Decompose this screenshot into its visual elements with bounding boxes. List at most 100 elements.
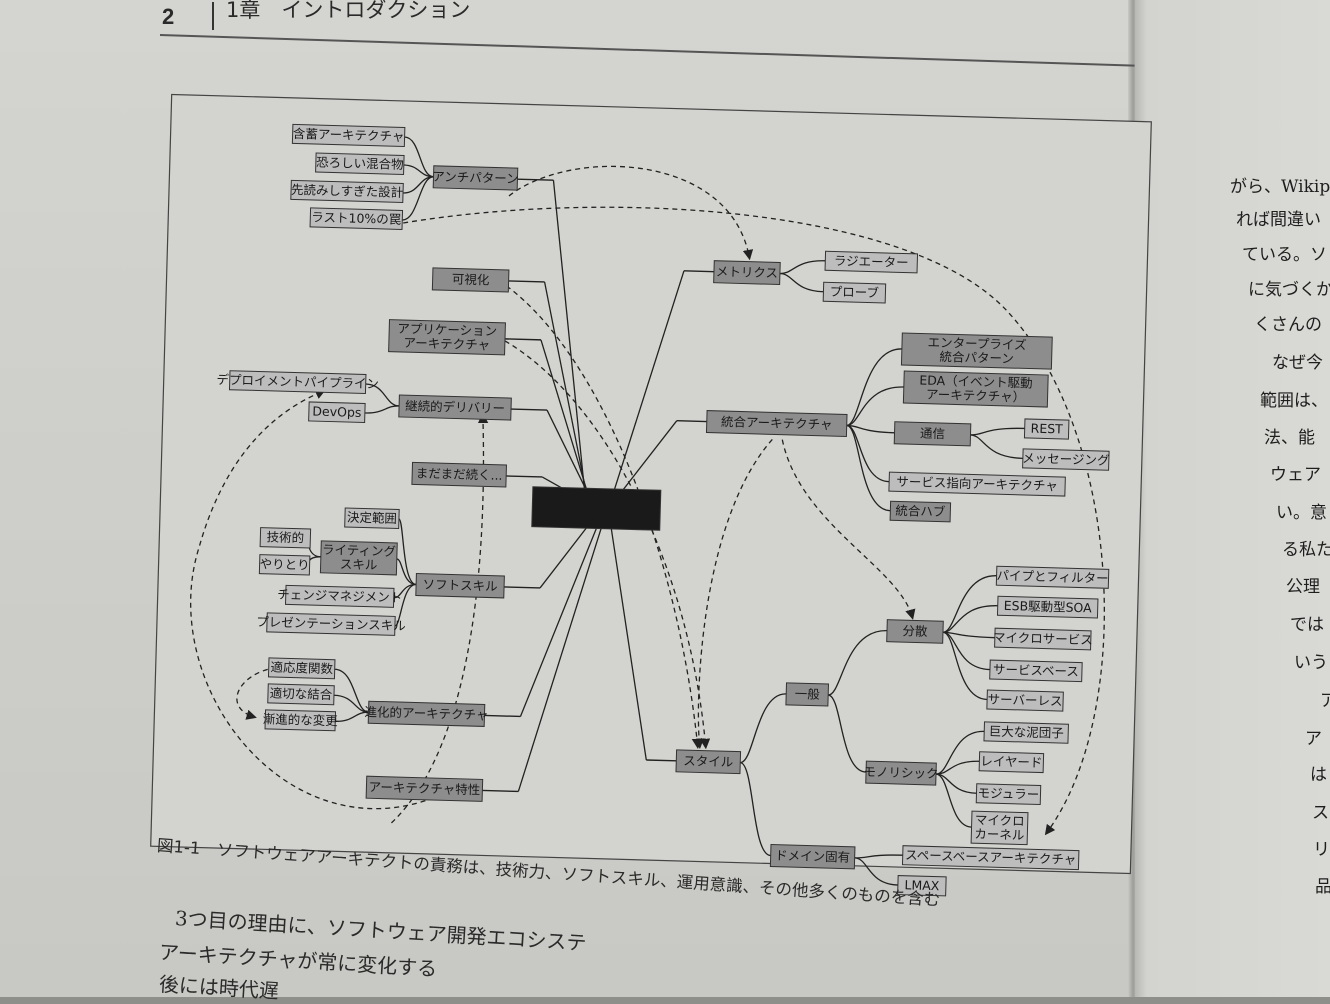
node-label: 適切な結合 [270, 685, 333, 702]
right-page-line: に気づくか [1248, 280, 1330, 300]
mindmap-edge [394, 583, 417, 627]
node-label: メッセージング [1022, 450, 1110, 467]
node-label: アーキテクチャ） [926, 387, 1026, 405]
node-label: やりとり [259, 556, 309, 572]
node-change: チェンジマネジメント [277, 584, 402, 608]
mindmap-edge [739, 761, 771, 857]
mindmap-edge [334, 668, 369, 713]
figure-frame [150, 93, 1152, 875]
node-label: 含蓄アーキテクチャ [293, 126, 405, 144]
dashed-arrow [781, 439, 916, 620]
node-label: アーキテクチャ [553, 506, 640, 523]
mindmap-edge [846, 424, 895, 434]
mindmap-edge [683, 270, 714, 273]
node-label: 適応度関数 [270, 659, 333, 676]
dashed-arrow [390, 412, 489, 824]
node-label: 通信 [920, 426, 945, 442]
mindmap-edge [335, 711, 369, 722]
node-label: メトリクス [716, 264, 779, 281]
node-label: 技術的 [266, 529, 304, 545]
node-label: REST [1030, 421, 1063, 437]
mindmap-edge [942, 605, 998, 633]
node-label: 統合アーキテクチャ [721, 414, 833, 432]
node-label: 巨大な泥団子 [989, 724, 1064, 741]
node-label: 継続的デリバリー [405, 398, 505, 416]
node-general: 一般 [785, 682, 830, 707]
node-bigball: 巨大な泥団子 [983, 721, 1069, 744]
node-label: モジュラー [977, 785, 1039, 802]
node-fitness: 適応度関数 [267, 657, 336, 680]
node-label: DevOps [312, 404, 361, 420]
node-present: プレゼンテーションスキル [256, 612, 406, 636]
mindmap-edge [970, 434, 1023, 460]
right-page-line: くさんの [1254, 315, 1322, 335]
right-page-line: なぜ今 [1272, 353, 1323, 373]
node-coupling: 適切な結合 [267, 683, 335, 706]
mindmap-edge [935, 773, 972, 828]
mindmap-edge [508, 280, 545, 283]
mindmap-edge [935, 730, 985, 775]
mindmap-edge [404, 136, 434, 178]
node-deploy: デプロイメントパイプライン [216, 370, 379, 395]
mindmap-edge [846, 424, 891, 512]
node-label: 分散 [902, 623, 928, 639]
mindmap-edge [540, 339, 593, 509]
mindmap-edge [646, 759, 677, 762]
node-integ: 統合アーキテクチャ [705, 410, 848, 437]
node-label: ソフトウェア [559, 492, 634, 509]
node-ap1: 含蓄アーキテクチャ [291, 123, 406, 148]
node-label: ラジエーター [834, 253, 909, 270]
node-rest: REST [1023, 418, 1070, 440]
node-label: 進化的アーキテクチャ [364, 704, 489, 722]
body-line-3: 後には時代遅 [158, 971, 280, 1004]
right-page-line: ア [1305, 729, 1322, 749]
mindmap-edge [846, 386, 904, 427]
right-page-line: 公理 [1286, 577, 1320, 597]
node-label: 一般 [794, 686, 820, 702]
node-label: 可視化 [452, 271, 490, 287]
right-page-line: ス [1312, 803, 1329, 823]
dashed-arrow [504, 340, 711, 750]
dashed-arrow [236, 668, 268, 720]
node-label: スキル [340, 556, 378, 572]
right-page-line: ている。ソ [1242, 245, 1327, 265]
node-label: サービスベース [993, 662, 1079, 679]
mindmap-edge [854, 857, 898, 886]
mindmap-edge [827, 630, 888, 696]
right-page-line: れば間違い [1236, 210, 1321, 230]
chapter-title: 1章 イントロダクション [226, 0, 471, 22]
mindmap-edge [517, 508, 608, 792]
node-metrics: メトリクス [713, 260, 781, 286]
right-page-line: 品 [1315, 877, 1330, 897]
node-soa: サービス指向アーキテクチャ [888, 471, 1066, 497]
node-label: 恐ろしい混合物 [316, 155, 404, 172]
node-label: EDA（イベント駆動 [919, 372, 1033, 390]
node-devops: DevOps [308, 401, 366, 424]
node-label: サービス指向アーキテクチャ [896, 474, 1058, 494]
right-page-line: ウェア [1270, 465, 1321, 485]
node-incremental: 漸進的な変更 [263, 709, 338, 732]
mindmap-edge [676, 420, 707, 423]
mindmap-edge [517, 178, 554, 181]
right-page-line: では [1290, 615, 1324, 635]
mindmap-edge [740, 693, 787, 764]
node-label: ソフトスキル [422, 577, 497, 594]
node-label: アーキテクチャ特性 [368, 779, 480, 797]
mindmap-edge [333, 694, 369, 713]
node-label: ラスト10%の罠 [311, 209, 401, 227]
node-label: マイクロサービス [993, 630, 1093, 648]
right-page-line: ア [1320, 691, 1330, 711]
node-micro: マイクロサービス [993, 627, 1093, 651]
node-probe: プローブ [822, 281, 887, 304]
node-label: アンチパターン [432, 169, 519, 186]
node-distributed: 分散 [886, 619, 944, 644]
node-mono: モノリシック [863, 760, 939, 786]
mindmap-edge [779, 272, 824, 293]
node-label: 先読みしすぎた設計 [291, 182, 404, 200]
node-comm: 通信 [893, 421, 972, 447]
